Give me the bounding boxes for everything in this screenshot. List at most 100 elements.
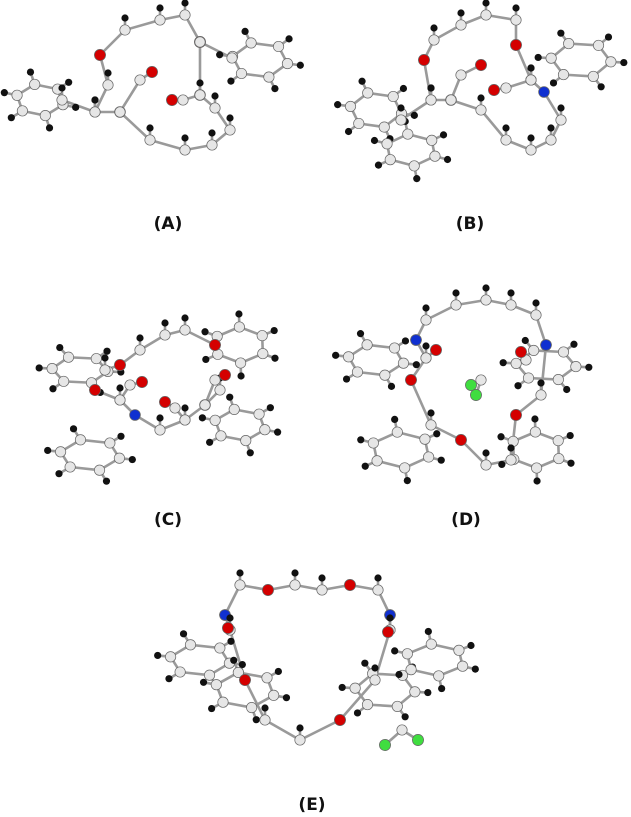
hydrogen-atom — [527, 64, 535, 72]
carbon-atom — [29, 78, 41, 90]
carbon-atom — [351, 366, 364, 378]
carbon-atom — [245, 37, 257, 49]
hydrogen-atom — [196, 79, 204, 87]
bond — [409, 378, 433, 427]
carbon-atom — [552, 435, 564, 447]
carbon-atom — [46, 363, 58, 375]
hydrogen-atom — [216, 51, 224, 59]
carbon-atom — [209, 414, 221, 426]
oxygen-atom — [510, 39, 522, 51]
carbon-atom — [505, 454, 517, 466]
hydrogen-atom — [236, 569, 244, 577]
carbon-atom — [134, 74, 146, 86]
hydrogen-atom — [104, 69, 112, 77]
carbon-atom — [64, 461, 76, 473]
oxygen-atom — [344, 579, 356, 591]
hydrogen-atom — [497, 433, 505, 441]
hydrogen-atom — [557, 104, 565, 112]
carbon-atom — [281, 58, 293, 70]
carbon-atom — [16, 105, 28, 117]
panel-e-molecule — [150, 560, 480, 780]
molecule-b-drawing — [334, 0, 628, 183]
hydrogen-atom — [274, 667, 282, 676]
hydrogen-atom — [296, 724, 304, 732]
hydrogen-atom — [507, 444, 515, 452]
hydrogen-atom — [401, 713, 409, 721]
hydrogen-atom — [58, 84, 66, 92]
atoms — [35, 310, 282, 485]
carbon-atom — [388, 342, 401, 354]
carbon-atom — [455, 69, 467, 81]
hydrogen-atom — [26, 68, 35, 76]
carbon-atom — [433, 670, 445, 682]
carbon-atom — [232, 666, 244, 678]
hydrogen-atom — [227, 77, 235, 85]
carbon-atom — [425, 419, 437, 431]
carbon-atom — [344, 100, 357, 112]
hydrogen-atom — [334, 101, 342, 109]
hydrogen-atom — [202, 355, 210, 364]
hydrogen-atom — [103, 347, 111, 355]
atoms — [334, 0, 628, 183]
hydrogen-atom — [35, 364, 43, 372]
bond — [118, 78, 142, 114]
hydrogen-atom — [370, 136, 379, 145]
hydrogen-atom — [391, 415, 399, 424]
hydrogen-atom — [246, 449, 254, 457]
carbon-atom — [119, 24, 131, 36]
hydrogen-atom — [358, 77, 366, 85]
carbon-atom — [165, 651, 177, 663]
carbon-atom — [226, 52, 238, 64]
panel-c-molecule — [0, 290, 315, 500]
molecule-e-drawing — [154, 569, 479, 751]
carbon-atom — [457, 660, 469, 672]
molecule-d-drawing — [332, 284, 593, 485]
hydrogen-atom — [91, 96, 99, 104]
carbon-atom — [256, 330, 268, 342]
oxygen-atom — [89, 384, 101, 396]
hydrogen-atom — [502, 124, 510, 132]
bond — [243, 678, 267, 722]
hydrogen-atom — [397, 104, 405, 112]
hydrogen-atom — [477, 94, 485, 102]
bond — [198, 40, 234, 60]
hydrogen-atom — [439, 131, 448, 139]
carbon-atom — [391, 426, 403, 438]
carbon-atom — [74, 434, 87, 446]
panel-label-d: (D) — [451, 510, 481, 530]
carbon-atom — [134, 344, 146, 356]
hydrogen-atom — [437, 456, 445, 464]
carbon-atom — [405, 664, 417, 676]
bond — [263, 718, 302, 742]
carbon-atom — [445, 94, 457, 106]
oxygen-atom — [405, 374, 417, 386]
hydrogen-atom — [56, 343, 64, 352]
carbon-atom — [510, 357, 522, 369]
hydrogen-atom — [208, 704, 216, 713]
oxygen-atom — [334, 714, 346, 726]
carbon-atom — [428, 34, 440, 46]
carbon-atom — [425, 638, 437, 650]
carbon-atom — [552, 374, 564, 386]
hydrogen-atom — [514, 382, 522, 390]
hydrogen-atom — [374, 574, 382, 582]
hydrogen-atom — [563, 385, 571, 394]
hydrogen-atom — [422, 304, 430, 312]
hydrogen-atom — [413, 175, 421, 183]
carbon-atom — [557, 69, 570, 81]
carbon-atom — [39, 110, 51, 122]
carbon-atom — [113, 452, 125, 464]
hydrogen-atom — [557, 29, 565, 37]
hydrogen-atom — [69, 425, 78, 433]
hydrogen-atom — [566, 431, 574, 440]
hydrogen-atom — [211, 92, 219, 100]
carbon-atom — [240, 435, 252, 447]
oxygen-atom — [455, 434, 467, 446]
hydrogen-atom — [271, 84, 279, 93]
carbon-atom — [367, 437, 379, 449]
hydrogen-atom — [512, 4, 520, 12]
hydrogen-atom — [438, 684, 446, 693]
hydrogen-atom — [226, 114, 234, 122]
carbon-atom — [235, 357, 247, 369]
carbon-atom — [233, 321, 245, 333]
